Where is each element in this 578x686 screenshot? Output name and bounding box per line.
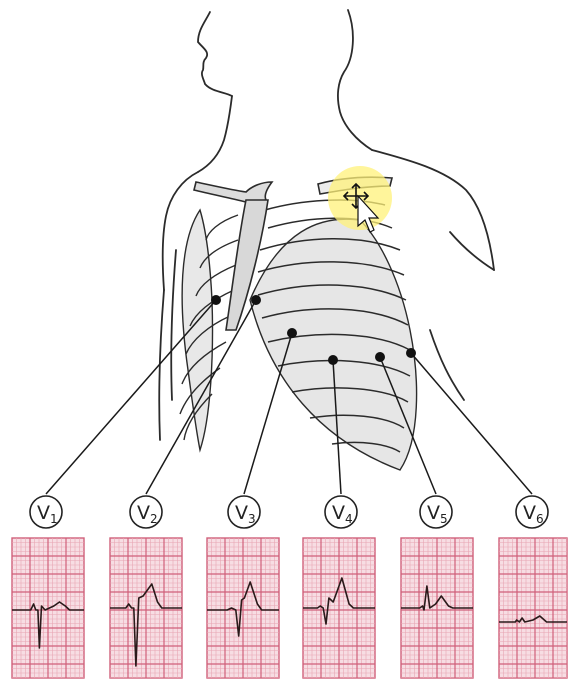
lead-label-v4: V4 (325, 496, 357, 528)
electrode-v6 (406, 348, 416, 358)
electrode-v5 (375, 352, 385, 362)
lead-labels: V1 V2 V3 V4 V5 V6 (30, 496, 548, 528)
electrode-v3 (287, 328, 297, 338)
ecg-strip-v1 (12, 538, 84, 678)
lead-label-v5: V5 (420, 496, 452, 528)
lead-label-v3: V3 (228, 496, 260, 528)
ecg-strip-v4 (303, 538, 375, 678)
electrode-v2 (251, 295, 261, 305)
lead-label-v2: V2 (130, 496, 162, 528)
electrode-v4 (328, 355, 338, 365)
ecg-strips (12, 538, 567, 678)
ecg-strip-v2 (110, 538, 182, 678)
ecg-paper (499, 538, 567, 678)
lead-label-v6: V6 (516, 496, 548, 528)
electrode-v1 (211, 295, 221, 305)
ecg-strip-v3 (207, 538, 279, 678)
ecg-strip-v5 (401, 538, 473, 678)
lead-label-v1: V1 (30, 496, 62, 528)
ecg-strip-v6 (499, 538, 567, 678)
